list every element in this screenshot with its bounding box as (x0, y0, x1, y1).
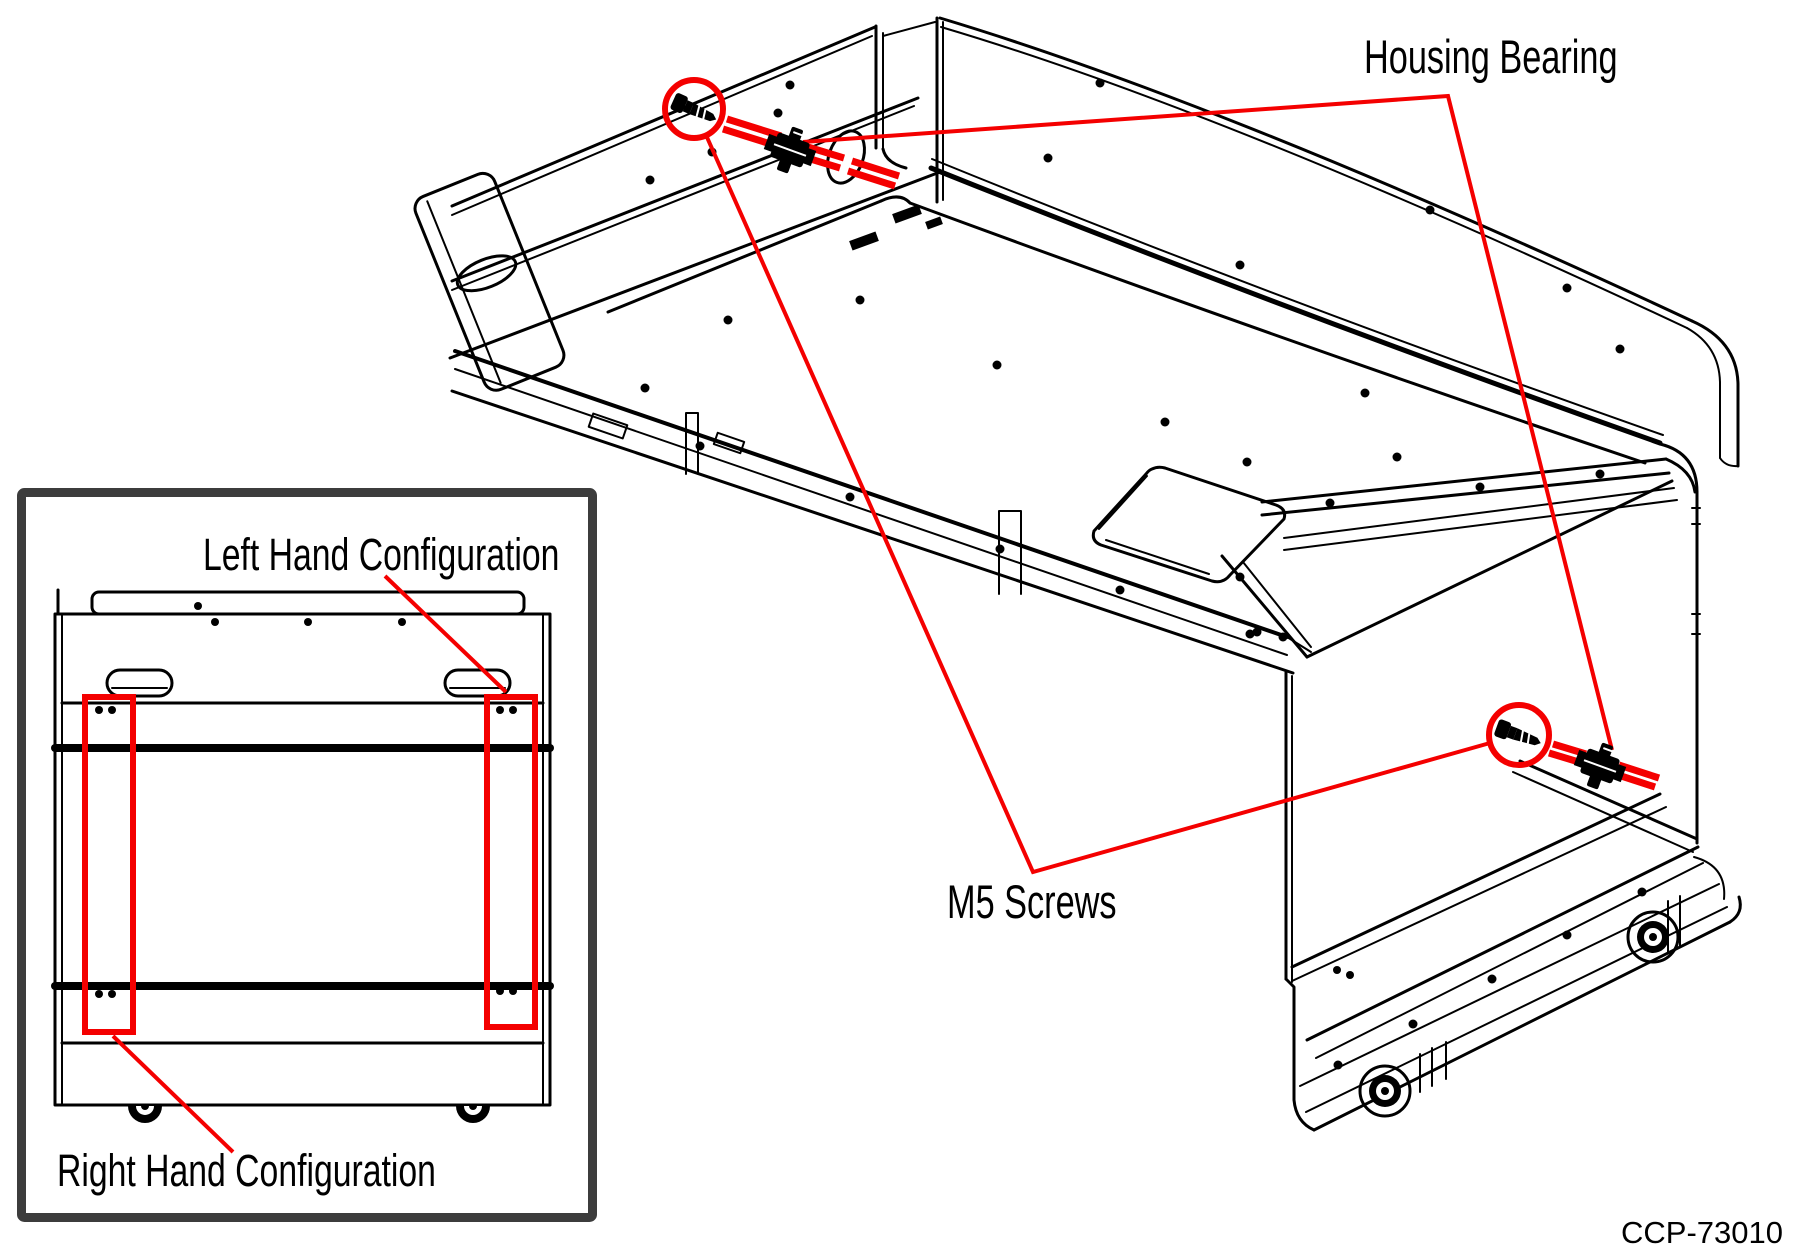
floor-panel (606, 195, 1647, 584)
m5-screws-label: M5 Screws (947, 876, 1117, 929)
callout-circle-bottom-screw (1486, 702, 1552, 768)
inset-border (17, 488, 597, 1222)
right-hand-leader-line (111, 1034, 235, 1154)
left-hand-leader-line (383, 574, 508, 694)
right-hand-configuration-highlight (82, 694, 136, 1035)
caster-wheel-icon (1358, 1064, 1412, 1118)
m5-screw-icon-top (670, 93, 717, 122)
chassis-iso-drawing (413, 16, 1742, 1132)
caster-wheel-icon (128, 1106, 162, 1123)
gusset (1220, 457, 1697, 659)
inset-front-view (17, 488, 597, 1222)
caster-wheel-icon (456, 1106, 490, 1123)
handle-slot (443, 668, 512, 698)
left-end-cap (413, 171, 566, 392)
caster-wheel-icon (1626, 910, 1680, 964)
left-hand-configuration-label: Left Hand Configuration (203, 530, 559, 580)
hinge-brackets (849, 204, 943, 251)
hole-dots (95, 602, 517, 998)
m5-screws-leader-line (704, 134, 1491, 875)
housing-bearing-leader-line (802, 93, 1614, 751)
handle-slot (455, 254, 518, 293)
left-hand-configuration-highlight (484, 694, 538, 1030)
drawing-code-label: CCP-73010 (1621, 1215, 1783, 1246)
right-hand-configuration-label: Right Hand Configuration (57, 1146, 436, 1196)
callout-circle-top-screw (662, 77, 726, 141)
front-rail (450, 349, 1295, 675)
annotations (662, 77, 1661, 875)
lower-panel (1284, 442, 1742, 1132)
housing-bearing-icon-top (763, 126, 817, 174)
cabinet-front-view (51, 588, 554, 1107)
back-wall-panel (928, 16, 1740, 468)
handle-slot (105, 668, 174, 698)
m5-screw-icon-bottom (1494, 719, 1541, 746)
housing-bearing-label: Housing Bearing (1364, 31, 1618, 84)
left-rail-assembly (448, 16, 944, 360)
housing-bearing-icon-bottom (1573, 742, 1627, 790)
